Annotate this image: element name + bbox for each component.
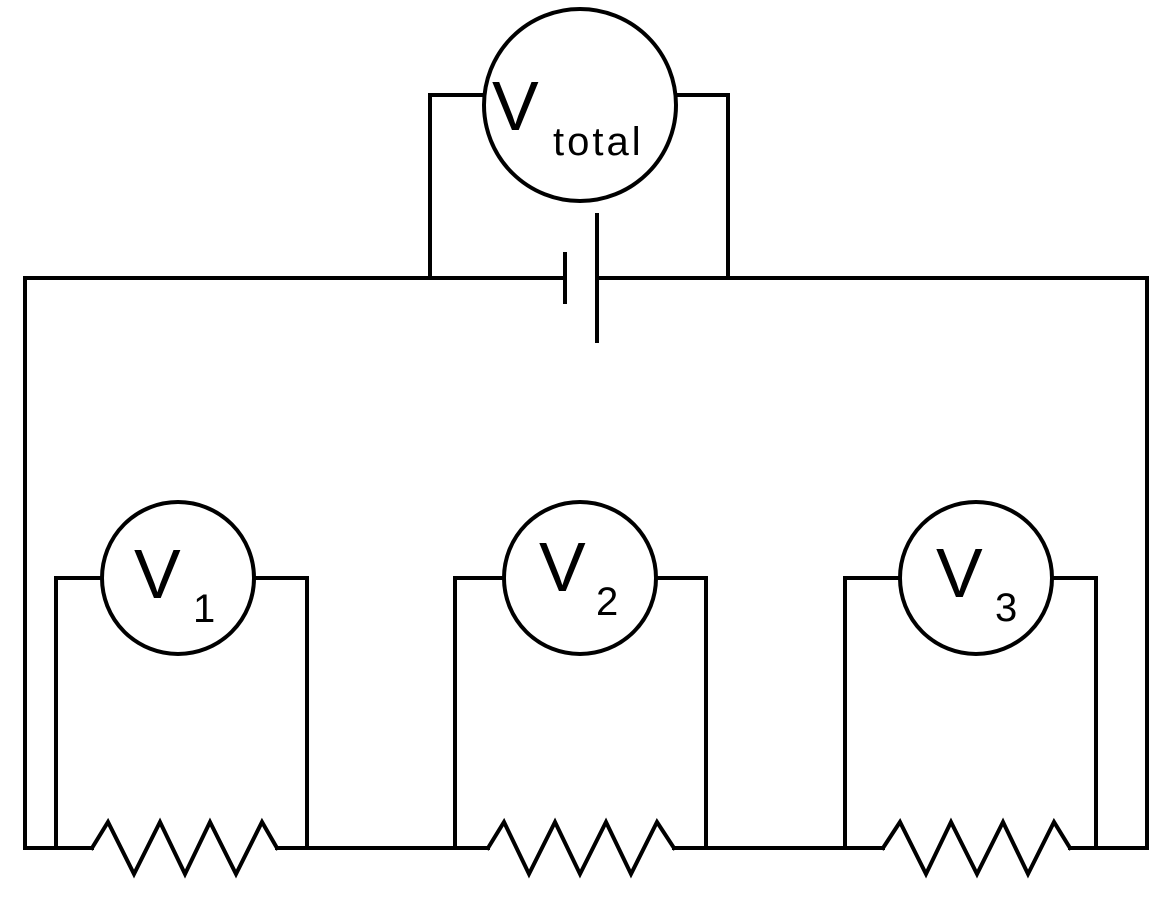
v1-right-lead xyxy=(251,576,309,850)
v2-label-sub: 2 xyxy=(596,580,618,624)
vtotal-left-lead xyxy=(428,93,485,280)
right-main-wire xyxy=(595,276,1149,850)
v2-right-lead xyxy=(653,576,708,850)
v2-circle xyxy=(502,500,658,656)
v3-label-sub: 3 xyxy=(995,586,1017,630)
v1-left-lead xyxy=(54,576,105,850)
voltmeter-3: V 3 xyxy=(843,500,1098,850)
v3-left-lead xyxy=(843,576,903,850)
v1-label-main: V xyxy=(134,535,181,613)
resistor-2 xyxy=(485,817,677,879)
resistor-1 xyxy=(89,817,280,879)
voltmeter-1: V 1 xyxy=(54,500,309,850)
left-main-wire xyxy=(23,276,567,850)
resistors xyxy=(89,817,1073,879)
main-loop-wires xyxy=(23,276,1149,850)
v2-left-lead xyxy=(453,576,507,850)
v1-circle xyxy=(100,500,256,656)
v3-right-lead xyxy=(1048,576,1098,850)
voltmeter-2: V 2 xyxy=(453,500,708,850)
vtotal-label-main: V xyxy=(492,67,539,145)
vtotal-label-sub: total xyxy=(553,120,644,164)
v3-circle xyxy=(898,500,1054,656)
v2-label-main: V xyxy=(539,528,586,606)
v1-label-sub: 1 xyxy=(193,587,215,631)
v3-label-main: V xyxy=(936,534,983,612)
vtotal-right-lead xyxy=(674,93,730,280)
vtotal-circle xyxy=(482,7,678,203)
voltmeter-total: V total xyxy=(428,7,730,280)
resistor-3 xyxy=(880,817,1073,879)
battery-symbol xyxy=(563,213,599,343)
